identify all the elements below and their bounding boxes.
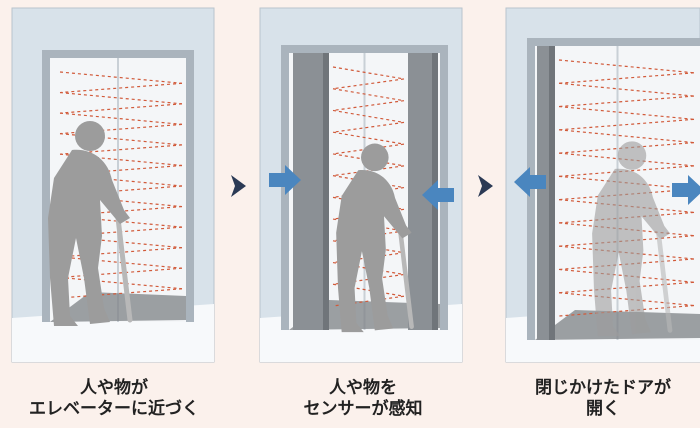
body	[592, 168, 670, 337]
chevron-right-icon	[231, 175, 246, 197]
left-door-edge	[549, 46, 555, 340]
arrow-outward-left	[514, 167, 546, 197]
panel-3	[505, 7, 700, 363]
caption-approach-line1: 人や物が	[80, 378, 148, 398]
sensor-beam	[59, 267, 183, 279]
sensor-beam	[59, 123, 183, 135]
caption-detect-line1: 人や物を	[329, 378, 397, 398]
sensor-beam	[558, 59, 695, 74]
cane	[398, 230, 414, 329]
arrow-outward-right	[672, 175, 700, 205]
arrow-inward-right	[422, 180, 454, 210]
sensor-beam	[59, 82, 183, 94]
cab-floor	[50, 292, 186, 322]
caption-reopen-line1: 閉じかけたドアが	[535, 378, 671, 398]
caption-reopen-line2: 開く	[586, 399, 620, 419]
caption-approach-line2: エレベーターに近づく	[29, 399, 199, 419]
cane	[656, 231, 673, 333]
body	[48, 149, 130, 326]
sensor-beam	[59, 164, 183, 176]
elderly-person-silhouette	[592, 141, 673, 337]
sensor-beam	[59, 91, 183, 105]
caption-approach: 人や物が エレベーターに近づく	[4, 378, 224, 420]
body	[336, 170, 412, 333]
head	[617, 141, 647, 170]
cab-floor	[535, 310, 700, 340]
elderly-person-silhouette	[336, 143, 414, 333]
sensor-beam	[558, 292, 695, 307]
sensor-beam	[558, 129, 695, 144]
sensor-beam	[558, 82, 695, 97]
sensor-beam	[59, 71, 183, 84]
cane	[115, 215, 133, 323]
sensor-beam	[59, 112, 183, 125]
arrow-inward-left	[269, 165, 301, 195]
sensor-beam	[59, 288, 183, 299]
sensor-beam	[59, 144, 183, 155]
sensor-beam	[59, 185, 183, 196]
caption-detect-line2: センサーが感知	[303, 399, 423, 419]
sensor-beam	[558, 72, 695, 84]
sensor-beam	[558, 118, 695, 131]
chevron-right-icon	[478, 175, 493, 197]
sensor-beam	[558, 105, 695, 120]
sensor-beam	[59, 276, 183, 290]
sensor-beam	[558, 95, 695, 108]
panel-2	[259, 7, 463, 363]
sensor-beam	[59, 103, 183, 114]
head	[361, 143, 389, 172]
caption-reopen: 閉じかけたドアが 開く	[493, 378, 700, 420]
left-door-edge	[323, 53, 329, 330]
panel-1	[11, 7, 215, 363]
sensor-beam	[558, 304, 695, 317]
head	[75, 121, 105, 151]
caption-detect: 人や物を センサーが感知	[253, 378, 473, 420]
elderly-person-silhouette	[48, 121, 133, 326]
diagram-illustration	[11, 7, 700, 363]
